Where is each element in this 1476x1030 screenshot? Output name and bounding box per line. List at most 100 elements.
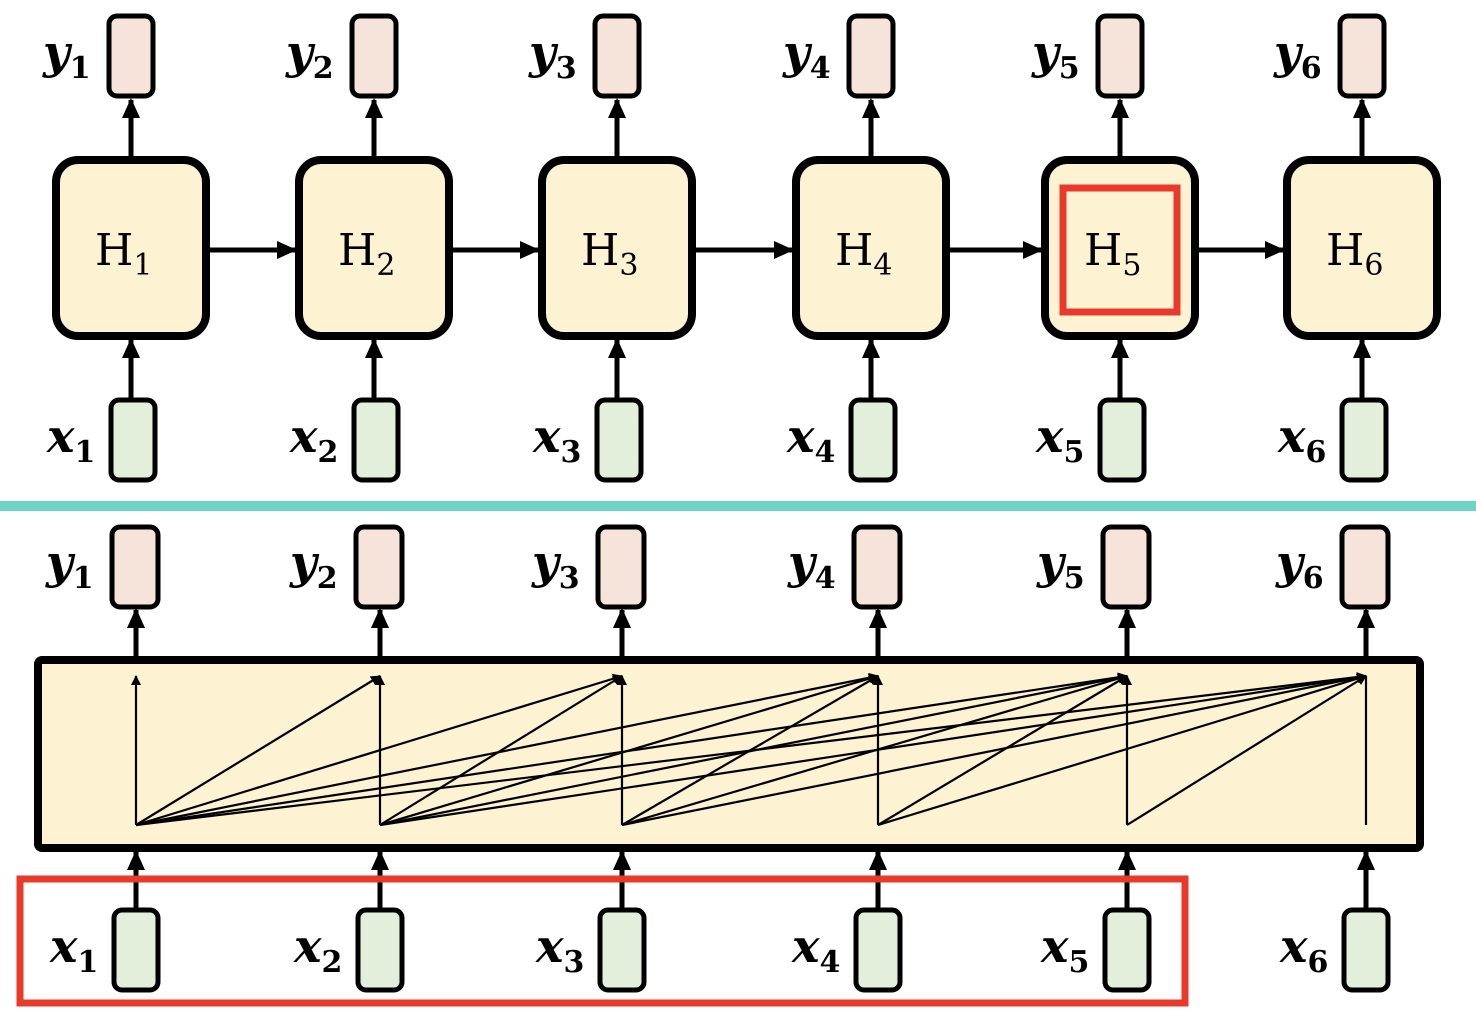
output-label-6-subscript: 6: [1301, 51, 1322, 86]
output-box-1: [106, 13, 156, 99]
attn-input-label-1-subscript: 1: [77, 945, 98, 980]
output-label-3-letter: y: [528, 25, 559, 79]
input-label-1-subscript: 1: [74, 435, 95, 470]
hidden-state-box-3: [538, 156, 696, 340]
attn-input-label-4-subscript: 4: [819, 945, 840, 980]
attn-input-label-3-subscript: 3: [563, 945, 584, 980]
output-label-3-subscript: 3: [556, 51, 577, 86]
output-box-4: [846, 13, 896, 99]
attn-output-box-3: [595, 524, 647, 610]
hidden-state-label-6-subscript: 6: [1364, 248, 1383, 283]
attn-input-box-4: [853, 907, 903, 993]
output-label-4-subscript: 4: [810, 51, 831, 86]
attn-output-label-4-letter: y: [787, 535, 818, 589]
hidden-state-box-1: [52, 156, 210, 340]
attn-input-label-4-letter: x: [791, 919, 820, 973]
output-box-3: [592, 13, 642, 99]
attn-output-box-1: [109, 524, 161, 610]
attn-input-label-3-letter: x: [535, 919, 564, 973]
input-label-5-subscript: 5: [1063, 435, 1084, 470]
hidden-state-label-2: H2: [338, 225, 395, 283]
input-label-2-subscript: 2: [317, 435, 338, 470]
hidden-state-label-1-letter: H: [95, 225, 133, 276]
hidden-state-label-2-letter: H: [338, 225, 376, 276]
output-label-2-letter: y: [285, 25, 316, 79]
hidden-state-label-3-subscript: 3: [619, 248, 638, 283]
input-label-3-letter: x: [532, 409, 561, 463]
attn-output-label-1-subscript: 1: [73, 561, 94, 596]
attn-output-box-5: [1100, 524, 1152, 610]
input-label-5-letter: x: [1035, 409, 1064, 463]
output-label-5-letter: y: [1031, 25, 1062, 79]
attn-output-label-6-letter: y: [1275, 535, 1306, 589]
input-label-3: x3: [532, 409, 581, 470]
attn-output-label-2-subscript: 2: [317, 561, 338, 596]
attn-output-label-4: y4: [787, 535, 836, 596]
hidden-state-box-2: [295, 156, 453, 340]
input-label-6-subscript: 6: [1305, 435, 1326, 470]
hidden-state-label-6: H6: [1326, 225, 1383, 283]
input-label-2: x2: [289, 409, 338, 470]
attn-output-label-5-subscript: 5: [1064, 561, 1085, 596]
attn-input-label-5-letter: x: [1040, 919, 1069, 973]
attention-link-1-to-2: [135, 675, 381, 826]
attn-input-label-1: x1: [49, 919, 98, 980]
input-label-1-letter: x: [46, 409, 75, 463]
attention-link-1-to-6: [135, 672, 1367, 827]
input-box-1: [108, 397, 158, 483]
hidden-state-box-5: [1041, 156, 1199, 340]
input-box-5: [1097, 397, 1147, 483]
output-label-5: y5: [1031, 25, 1080, 86]
attention-link-3-to-6: [621, 672, 1367, 827]
attn-output-label-3: y3: [531, 535, 580, 596]
attn-output-label-5-letter: y: [1036, 535, 1067, 589]
hidden-state-label-4-letter: H: [835, 225, 873, 276]
attn-output-label-2-letter: y: [289, 535, 320, 589]
attention-link-1-to-4: [135, 672, 879, 827]
output-box-2: [349, 13, 399, 99]
input-context-highlight: [16, 875, 1189, 1007]
attn-input-label-2-subscript: 2: [321, 945, 342, 980]
input-box-2: [351, 397, 401, 483]
hidden-state-label-1: H1: [95, 225, 152, 283]
attn-input-label-3: x3: [535, 919, 584, 980]
input-label-4-subscript: 4: [814, 435, 835, 470]
input-label-2-letter: x: [289, 409, 318, 463]
attn-input-label-5-subscript: 5: [1068, 945, 1089, 980]
hidden-state-label-1-subscript: 1: [133, 248, 152, 283]
attn-input-box-2: [355, 907, 405, 993]
attn-input-label-2-letter: x: [293, 919, 322, 973]
attn-output-label-3-letter: y: [531, 535, 562, 589]
input-box-3: [594, 397, 644, 483]
attn-input-box-3: [597, 907, 647, 993]
attn-output-box-4: [851, 524, 903, 610]
attention-link-1-to-5: [135, 672, 1128, 827]
attention-link-4-to-6: [877, 673, 1367, 827]
attention-link-5-to-6: [1126, 675, 1367, 826]
output-label-4-letter: y: [782, 25, 813, 79]
hidden-state-label-6-letter: H: [1326, 225, 1364, 276]
attn-input-label-4: x4: [791, 919, 840, 980]
attn-input-box-5: [1102, 907, 1152, 993]
attention-link-2-to-3: [379, 675, 623, 826]
hidden-state-label-3: H3: [581, 225, 638, 283]
attn-output-label-4-subscript: 4: [815, 561, 836, 596]
attn-output-label-5: y5: [1036, 535, 1085, 596]
attn-input-label-6-subscript: 6: [1307, 945, 1328, 980]
output-label-2: y2: [285, 25, 334, 86]
attn-output-label-2: y2: [289, 535, 338, 596]
attention-link-2-to-6: [379, 672, 1367, 827]
hidden-state-label-5-subscript: 5: [1122, 248, 1141, 283]
attention-link-1-to-3: [135, 673, 623, 827]
input-box-6: [1339, 397, 1389, 483]
input-label-3-subscript: 3: [560, 435, 581, 470]
attn-output-label-3-subscript: 3: [559, 561, 580, 596]
hidden-state-label-4: H4: [835, 225, 892, 283]
hidden-state-box-6: [1283, 156, 1441, 340]
attn-output-label-1-letter: y: [45, 535, 76, 589]
attn-output-box-6: [1339, 524, 1391, 610]
attn-input-label-6-letter: x: [1279, 919, 1308, 973]
hidden-state-label-5-letter: H: [1084, 225, 1122, 276]
